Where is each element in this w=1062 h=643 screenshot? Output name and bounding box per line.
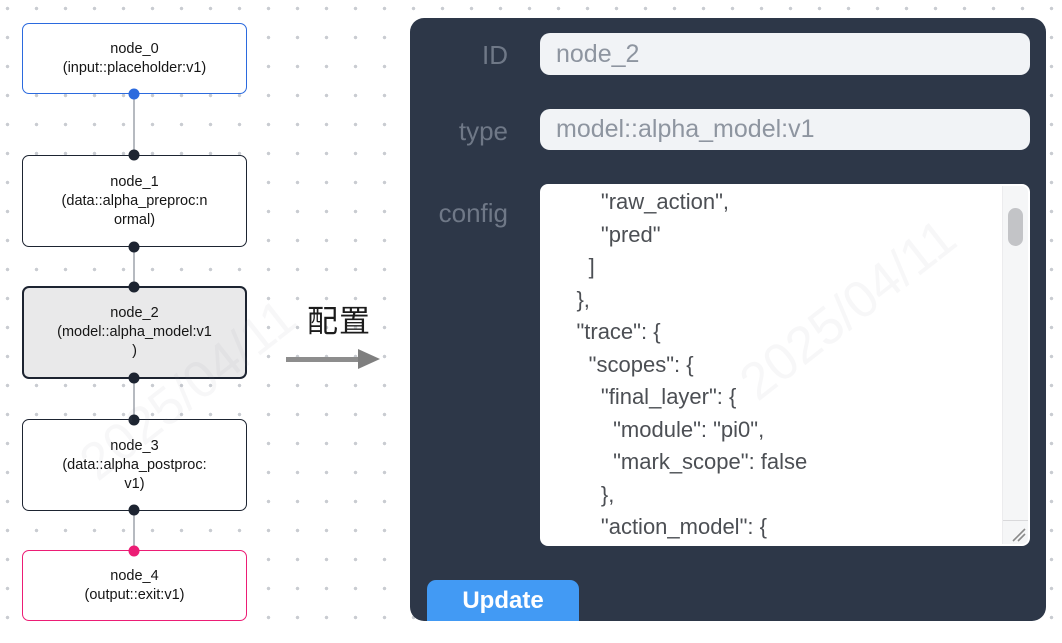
right-arrow-icon (284, 349, 394, 369)
edge-node1-node2 (133, 244, 135, 290)
node-node_1[interactable]: node_1 (data::alpha_preproc:n ormal) (22, 155, 247, 247)
config-transfer: 配置 (284, 296, 394, 369)
handle-node_2-bottom[interactable] (128, 372, 140, 384)
id-label: ID (482, 40, 508, 70)
node-node_4[interactable]: node_4 (output::exit:v1) (22, 550, 247, 621)
edge-node0-node1 (133, 92, 135, 158)
handle-node_1-bottom[interactable] (128, 241, 140, 253)
scrollbar-thumb[interactable] (1008, 208, 1023, 246)
node-node_2-selected[interactable]: node_2 (model::alpha_model:v1 ) (22, 286, 247, 379)
node-subtitle: (model::alpha_model:v1 ) (57, 324, 212, 359)
node-title: node_4 (110, 567, 159, 584)
handle-node_1-top[interactable] (128, 149, 140, 161)
node-title: node_1 (110, 173, 159, 190)
node-title: node_3 (110, 437, 159, 454)
type-label: type (458, 116, 508, 146)
edge-node2-node3 (133, 376, 135, 422)
config-label: config (438, 198, 508, 228)
node-subtitle: (data::alpha_preproc:n ormal) (61, 192, 208, 228)
config-panel: ID type config "raw_action", "pred" ] },… (410, 18, 1046, 621)
scrollbar-track[interactable] (1002, 186, 1028, 544)
config-arrow-label: 配置 (307, 304, 371, 339)
config-editor[interactable]: "raw_action", "pred" ] }, "trace": { "sc… (540, 184, 1030, 546)
edge-node3-node4 (133, 508, 135, 554)
type-input[interactable] (540, 109, 1030, 150)
node-subtitle: (input::placeholder:v1) (62, 59, 207, 76)
handle-node_0-bottom[interactable] (128, 88, 140, 100)
config-json-text[interactable]: "raw_action", "pred" ] }, "trace": { "sc… (576, 189, 808, 539)
id-input[interactable] (540, 33, 1030, 75)
resize-handle-icon[interactable] (1009, 525, 1027, 543)
handle-node_3-bottom[interactable] (128, 504, 140, 516)
scrollbar-corner (1003, 520, 1028, 544)
node-title: node_0 (110, 40, 159, 57)
node-node_3[interactable]: node_3 (data::alpha_postproc: v1) (22, 419, 247, 511)
node-subtitle: (data::alpha_postproc: v1) (62, 456, 207, 492)
handle-node_4-top[interactable] (128, 545, 140, 557)
update-button[interactable]: Update (427, 580, 579, 621)
node-node_0[interactable]: node_0 (input::placeholder:v1) (22, 23, 247, 94)
handle-node_2-top[interactable] (128, 281, 140, 293)
node-subtitle: (output::exit:v1) (84, 586, 185, 603)
node-title: node_2 (110, 305, 159, 321)
handle-node_3-top[interactable] (128, 414, 140, 426)
